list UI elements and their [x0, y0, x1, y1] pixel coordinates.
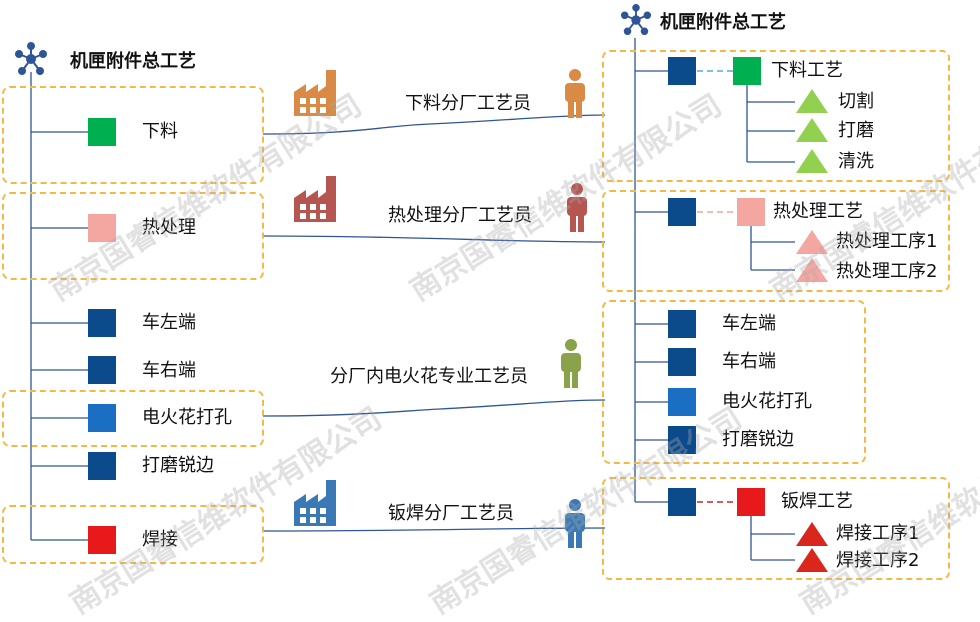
process-node[interactable] — [668, 310, 696, 338]
weld-process-frame — [602, 477, 950, 580]
step-label: 切割 — [838, 91, 874, 112]
process-label: 车左端 — [722, 313, 776, 334]
node-label: 车右端 — [142, 360, 196, 381]
step-triangle-icon[interactable] — [795, 257, 829, 283]
heat-process-node[interactable] — [737, 198, 765, 226]
node-turn-right[interactable] — [88, 356, 116, 384]
step-triangle-icon[interactable] — [795, 547, 829, 573]
weld-process-node[interactable] — [737, 488, 765, 516]
node-label: 焊接 — [142, 529, 178, 550]
step-triangle-icon[interactable] — [795, 117, 829, 143]
connector-lines — [30, 38, 795, 561]
step-label: 热处理工序2 — [836, 261, 938, 282]
role-label: 钣焊分厂工艺员 — [388, 503, 514, 524]
node-welding[interactable] — [88, 526, 116, 554]
node-label: 电火花打孔 — [142, 407, 232, 428]
process-node[interactable] — [668, 57, 696, 85]
person-icon — [561, 339, 581, 388]
cutting-process-node[interactable] — [733, 57, 761, 85]
role-label: 分厂内电火花专业工艺员 — [330, 366, 528, 387]
node-label: 车左端 — [142, 312, 196, 333]
node-label: 下料 — [142, 121, 178, 142]
edm-group-frame — [2, 390, 264, 447]
step-label: 热处理工序1 — [836, 231, 938, 252]
role-label: 下料分厂工艺员 — [405, 93, 531, 114]
factory-icon — [294, 176, 336, 222]
role-label: 热处理分厂工艺员 — [388, 205, 532, 226]
process-label: 电火花打孔 — [722, 391, 812, 412]
person-icon — [567, 183, 587, 232]
node-cutting[interactable] — [88, 118, 116, 146]
left-title: 机匣附件总工艺 — [70, 51, 196, 72]
step-triangle-icon[interactable] — [795, 148, 829, 174]
person-icon — [565, 69, 585, 118]
step-triangle-icon[interactable] — [795, 229, 829, 255]
heat-process-frame — [602, 190, 950, 292]
step-label: 焊接工序1 — [836, 523, 920, 544]
cutting-process-label: 下料工艺 — [771, 60, 843, 81]
process-label: 打磨锐边 — [722, 429, 794, 450]
factory-icon — [294, 70, 336, 116]
step-label: 焊接工序2 — [836, 550, 920, 571]
step-triangle-icon[interactable] — [795, 88, 829, 114]
node-edm-drilling[interactable] — [88, 404, 116, 432]
heat-process-label: 热处理工艺 — [773, 201, 863, 222]
process-node[interactable] — [668, 488, 696, 516]
process-node[interactable] — [668, 348, 696, 376]
cutting-process-frame — [602, 50, 950, 182]
process-node[interactable] — [668, 426, 696, 454]
network-icon — [620, 4, 652, 36]
process-label: 车右端 — [722, 351, 776, 372]
step-triangle-icon[interactable] — [795, 521, 829, 547]
node-turn-left[interactable] — [88, 309, 116, 337]
person-icon — [565, 499, 585, 548]
weld-group-frame — [2, 505, 264, 564]
node-label: 热处理 — [142, 217, 196, 238]
cutting-group-frame — [2, 86, 264, 184]
right-title: 机匣附件总工艺 — [660, 12, 786, 33]
node-label: 打磨锐边 — [142, 455, 214, 476]
network-icon — [15, 42, 47, 75]
process-node[interactable] — [668, 198, 696, 226]
factory-icon — [294, 480, 336, 526]
step-label: 清洗 — [838, 151, 874, 172]
node-deburr[interactable] — [88, 452, 116, 480]
weld-process-label: 钣焊工艺 — [781, 491, 853, 512]
heat-group-frame — [2, 192, 264, 280]
step-label: 打磨 — [838, 120, 874, 141]
node-heat[interactable] — [88, 214, 116, 242]
machining-process-frame — [602, 300, 866, 464]
process-node[interactable] — [668, 388, 696, 416]
